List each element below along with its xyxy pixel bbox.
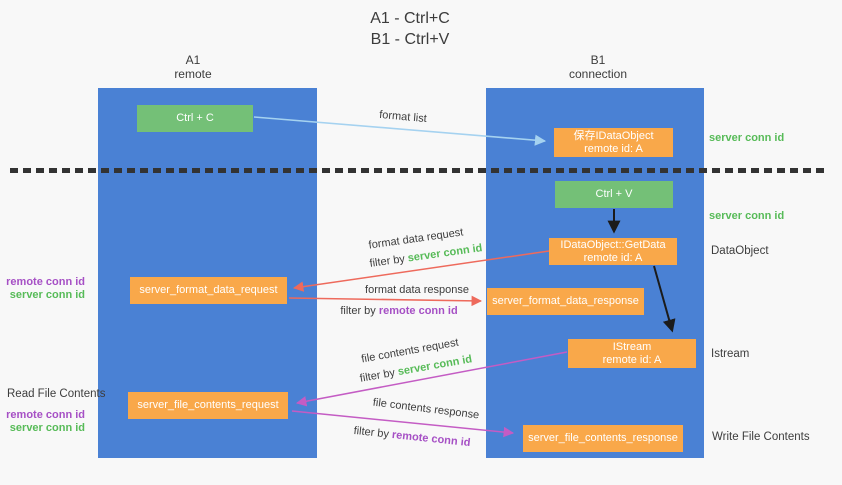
- node-ctrl-c: Ctrl + C: [137, 105, 253, 132]
- edge-label-file-contents-response: file contents response: [372, 396, 480, 422]
- node-file-request-label: server_file_contents_request: [137, 399, 279, 411]
- lane-header-b1: B1 connection: [538, 53, 658, 81]
- annotation-dataobject: DataObject: [711, 245, 769, 257]
- node-save-idataobject: 保存IDataObject remote id: A: [554, 128, 673, 157]
- node-save-idataobject-line1: 保存IDataObject: [573, 129, 654, 142]
- lane-b1-role: connection: [568, 67, 628, 81]
- edge-label-format-data-response-filter: filter by remote conn id: [340, 305, 457, 317]
- node-ctrl-c-label: Ctrl + C: [176, 112, 214, 124]
- annotation-istream: Istream: [711, 348, 750, 360]
- node-save-idataobject-line2: remote id: A: [584, 142, 643, 155]
- node-getdata-line2: remote id: A: [583, 251, 643, 264]
- annotation-write-file-contents: Write File Contents: [712, 431, 810, 443]
- annotation-server-conn-id-top-right: server conn id: [709, 132, 785, 144]
- node-format-request-label: server_format_data_request: [139, 284, 278, 296]
- remote-conn-id-text: remote conn id: [378, 305, 458, 317]
- annotation-remote-conn-id-top-left: remote conn id: [6, 276, 85, 288]
- node-server-file-contents-request: server_file_contents_request: [128, 392, 288, 419]
- edge-label-file-contents-response-filter: filter by remote conn id: [353, 425, 471, 449]
- node-idataobject-getdata: IDataObject::GetData remote id: A: [549, 238, 677, 265]
- annotation-read-file-contents: Read File Contents: [7, 388, 106, 400]
- arrow-format-data-response: [288, 295, 483, 307]
- node-file-response-label: server_file_contents_response: [528, 432, 678, 444]
- filter-by-text: filter by: [368, 252, 409, 270]
- node-server-file-contents-response: server_file_contents_response: [523, 425, 683, 452]
- node-format-response-label: server_format_data_response: [492, 295, 639, 307]
- filter-by-text: filter by: [353, 424, 393, 441]
- dotted-divider-line: [10, 168, 825, 173]
- remote-conn-id-text: remote conn id: [391, 428, 471, 450]
- annotation-remote-conn-id-bottom-left: remote conn id: [6, 409, 85, 421]
- node-ctrl-v: Ctrl + V: [555, 181, 673, 208]
- lane-a1-name: A1: [185, 53, 201, 67]
- filter-by-text: filter by: [340, 305, 379, 317]
- node-istream: IStream remote id: A: [568, 339, 696, 368]
- annotation-server-conn-id-mid-right: server conn id: [709, 210, 785, 222]
- title-line-a1: A1 - Ctrl+C: [370, 10, 450, 27]
- edge-label-format-list: format list: [378, 108, 428, 126]
- node-server-format-data-response: server_format_data_response: [487, 288, 644, 315]
- node-getdata-line1: IDataObject::GetData: [560, 238, 666, 251]
- annotation-server-conn-id-bottom-left: server conn id: [9, 422, 85, 434]
- title-line-b1: B1 - Ctrl+V: [370, 31, 450, 48]
- lane-b1-name: B1: [590, 53, 606, 67]
- node-istream-line2: remote id: A: [602, 353, 662, 366]
- edge-label-format-data-response: format data response: [365, 284, 469, 296]
- lane-a1-role: remote: [174, 67, 212, 81]
- node-ctrl-v-label: Ctrl + V: [595, 188, 633, 200]
- lane-header-a1: A1 remote: [133, 53, 253, 81]
- filter-by-text: filter by: [358, 366, 399, 385]
- node-istream-line1: IStream: [612, 340, 652, 353]
- node-server-format-data-request: server_format_data_request: [130, 277, 287, 304]
- server-conn-id-text: server conn id: [406, 242, 484, 265]
- diagram-title: A1 - Ctrl+C B1 - Ctrl+V: [310, 8, 510, 50]
- annotation-server-conn-id-top-left: server conn id: [9, 289, 85, 301]
